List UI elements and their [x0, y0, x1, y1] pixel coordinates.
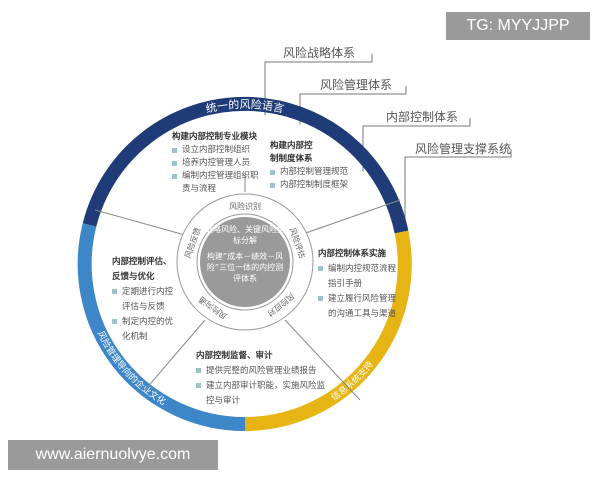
center-line1: 战略风险、关键风险指标分解 [205, 225, 285, 245]
block-item: 建立履行风险管理的沟通工具与渠道 [318, 292, 398, 322]
block-item: 培养内控管理人员 [172, 157, 264, 170]
center-circle [200, 217, 290, 307]
ring-top-text: 统一的风险语言 [205, 97, 286, 116]
ring-right-segment [244, 230, 412, 431]
block-item: 建立内部审计职能，实施风险监控与审计 [196, 379, 326, 409]
watermark-top: TG: MYYJJPP [446, 12, 590, 40]
cycle-label: 风险识别 [229, 201, 261, 211]
block-title: 内部控制监督、审计 [196, 351, 273, 361]
center-text: 战略风险、关键风险指标分解 构建“成本－绩效－风险”三位一体的内控测评体系 [203, 224, 287, 284]
block-title: 构建内部控制制度体系 [270, 141, 313, 164]
block-item: 提供完整的风险管理业绩报告 [196, 364, 326, 379]
block-professional-module: 构建内部控制专业模块 设立内部控制组织培养内控管理人员编制内控管理组织职责与流程 [172, 131, 264, 196]
block-implementation: 内部控制体系实施 编制内控规范流程指引手册建立履行风险管理的沟通工具与渠道 [318, 247, 398, 322]
block-item: 内部控制制度框架 [270, 179, 354, 192]
center-line2: 构建“成本－绩效－风险”三位一体的内控测评体系 [206, 252, 284, 283]
block-item: 编制内控管理组织职责与流程 [172, 170, 264, 196]
block-item: 设立内部控制组织 [172, 144, 264, 157]
watermark-bottom: www.aiernuolvye.com [8, 440, 218, 470]
block-title: 内部控制评估、反馈与优化 [112, 257, 172, 282]
ring-left-segment [77, 223, 246, 432]
block-evaluation: 内部控制评估、反馈与优化 定期进行内控评估与反馈制定内控的优化机制 [112, 255, 178, 345]
block-item: 编制内控规范流程指引手册 [318, 262, 398, 292]
block-item: 制定内控的优化机制 [112, 315, 178, 345]
label-risk-strategy: 风险战略体系 [283, 46, 356, 60]
label-internal-control: 内部控制体系 [386, 110, 459, 124]
block-title: 内部控制体系实施 [318, 249, 387, 259]
block-item: 定期进行内控评估与反馈 [112, 285, 178, 315]
ring-top-segment [82, 96, 409, 234]
block-system: 构建内部控制制度体系 内部控制管理规范内部控制制度框架 [270, 140, 354, 192]
block-title: 构建内部控制专业模块 [172, 132, 258, 142]
block-item: 内部控制管理规范 [270, 166, 354, 179]
label-support-system: 风险管理支撑系统 [415, 142, 512, 156]
block-audit: 内部控制监督、审计 提供完整的风险管理业绩报告建立内部审计职能，实施风险监控与审… [196, 349, 326, 409]
label-risk-management: 风险管理体系 [320, 78, 393, 92]
outer-ring [77, 96, 412, 432]
sector-dividers [94, 175, 401, 401]
